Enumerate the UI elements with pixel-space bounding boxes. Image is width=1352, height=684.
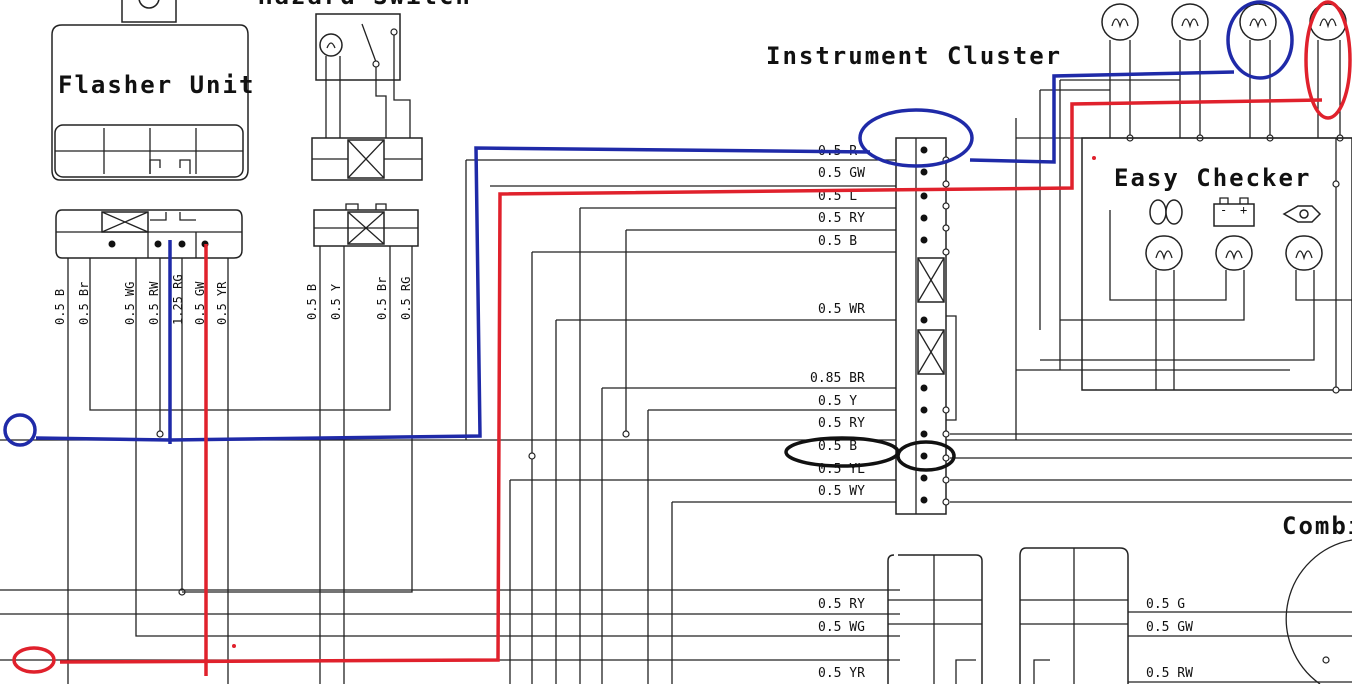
bulb-icon [1239, 3, 1277, 41]
cluster-label-4: 0.5 RY [818, 211, 865, 226]
annotation-circle [1226, 0, 1294, 80]
bulb-icon [1145, 235, 1183, 271]
flasher-label-6: 0.5 GW [193, 281, 207, 325]
bottom-left-label-3: 0.5 YR [818, 666, 865, 681]
hazard-switch-title: Hazard Switch [258, 0, 472, 10]
flasher-label-2: 0.5 Br [77, 282, 91, 325]
hazard-wire-labels: 0.5 B 0.5 Y 0.5 Br 0.5 RG [305, 277, 413, 320]
red-annotation [12, 0, 1352, 676]
bottom-right-label-1: 0.5 G [1146, 597, 1185, 612]
cluster-label-2: 0.5 GW [818, 166, 865, 181]
cluster-wire-labels: 0.5 R 0.5 GW 0.5 L 0.5 RY 0.5 B 0.5 WR 0… [810, 144, 865, 499]
bottom-wire-labels: 0.5 RY 0.5 WG 0.5 YR 0.5 G 0.5 GW 0.5 RW [818, 597, 1193, 681]
flasher-connector [55, 209, 243, 259]
cluster-label-3: 0.5 L [818, 189, 857, 204]
bottom-connectors [887, 539, 1352, 684]
bottom-right-label-2: 0.5 GW [1146, 620, 1193, 635]
cluster-label-5: 0.5 B [818, 234, 857, 249]
bulb-icon [1101, 3, 1139, 41]
easy-checker: Easy Checker - + [1016, 137, 1352, 394]
instrument-cluster-title: Instrument Cluster [766, 42, 1062, 70]
hazard-label-4: 0.5 RG [399, 277, 413, 320]
annotation-circle [3, 413, 37, 447]
annotation-circle [12, 646, 56, 674]
annotation-circle [858, 108, 974, 168]
hazard-label-3: 0.5 Br [375, 277, 389, 320]
blue-annotation [3, 0, 1294, 447]
bulb-icon [1149, 199, 1183, 225]
hazard-label-2: 0.5 Y [329, 283, 343, 320]
black-annotation [784, 436, 956, 472]
flasher-label-1: 0.5 B [53, 289, 67, 325]
cluster-wiring [465, 159, 1352, 684]
bottom-right-label-3: 0.5 RW [1146, 666, 1193, 681]
flasher-label-4: 0.5 RW [147, 281, 161, 325]
cluster-label-7: 0.85 BR [810, 371, 865, 386]
cluster-label-8: 0.5 Y [818, 394, 857, 409]
cluster-label-12: 0.5 WY [818, 484, 865, 499]
combination-switch-title: Combi [1282, 512, 1352, 540]
cluster-label-6: 0.5 WR [818, 302, 865, 317]
hazard-label-1: 0.5 B [305, 284, 319, 320]
flasher-label-5: 1.25 RG [171, 274, 185, 325]
flasher-wire-labels: 0.5 B 0.5 Br 0.5 WG 0.5 RW 1.25 RG 0.5 G… [53, 274, 229, 325]
flasher-unit-title: Flasher Unit [58, 71, 255, 99]
cluster-label-10: 0.5 B [818, 439, 857, 454]
oil-can-icon [1282, 205, 1322, 223]
flasher-label-7: 0.5 YR [215, 281, 229, 325]
bottom-left-label-1: 0.5 RY [818, 597, 865, 612]
battery-icon: - + [1213, 197, 1255, 227]
cluster-connector [895, 137, 957, 515]
svg-text:-: - [1220, 203, 1227, 217]
top-bulbs [1015, 3, 1352, 440]
cluster-label-9: 0.5 RY [818, 416, 865, 431]
bottom-left-label-2: 0.5 WG [818, 620, 865, 635]
annotation-circle [896, 440, 956, 472]
flasher-label-3: 0.5 WG [123, 282, 137, 325]
svg-text:+: + [1240, 203, 1247, 217]
hazard-switch: Hazard Switch [258, 0, 472, 247]
bulb-icon [1215, 235, 1253, 271]
easy-checker-title: Easy Checker [1114, 164, 1311, 192]
flasher-unit: Flasher Unit [51, 0, 255, 181]
bulb-icon [1285, 235, 1323, 271]
bulb-icon [1171, 3, 1209, 41]
bulb-icon [319, 33, 343, 57]
annotation-circle [1304, 0, 1352, 120]
